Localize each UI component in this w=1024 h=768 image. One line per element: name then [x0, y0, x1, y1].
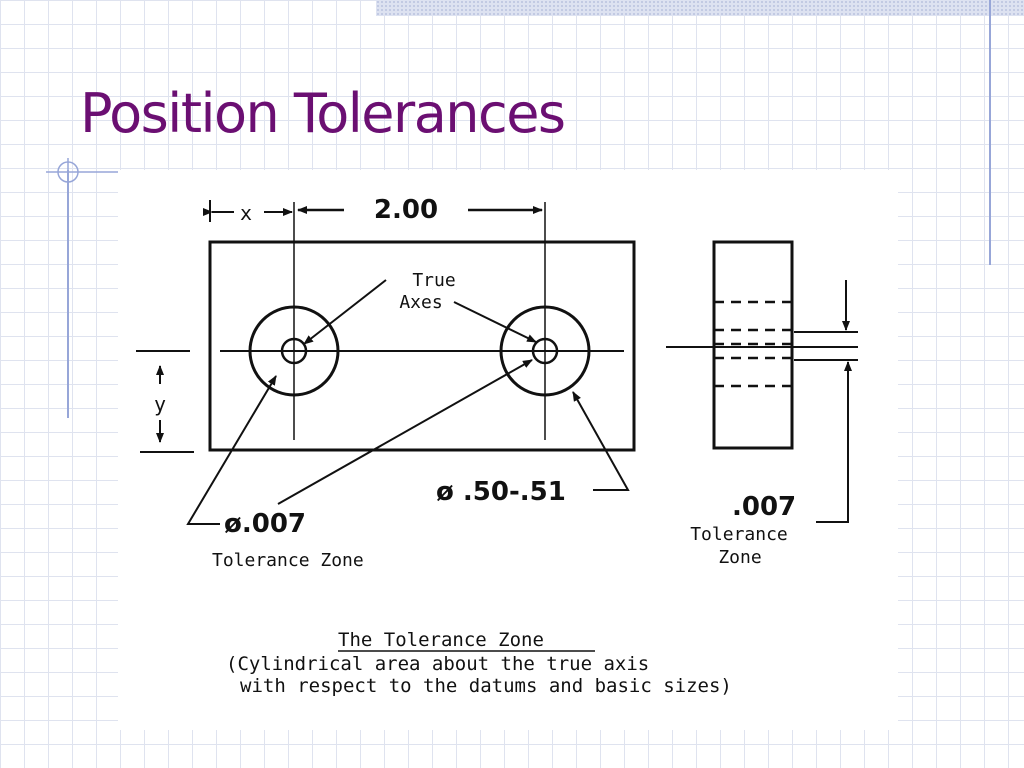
drawing-svg: x 2.00 y True Axes ø .50-.51 ø.007 Toler…: [136, 195, 858, 697]
zone-diameter-label: ø.007: [224, 509, 306, 539]
plate-outline: [208, 240, 636, 452]
side-zone-value: .007: [732, 492, 796, 522]
hole-right: [499, 305, 591, 397]
decorative-top-band: [376, 0, 1024, 16]
tolerance-drawing: x 2.00 y True Axes ø .50-.51 ø.007 Toler…: [118, 170, 898, 730]
slide-title: Position Tolerances: [80, 82, 566, 145]
dim-y-label: y: [154, 392, 166, 416]
true-axes-line1: True: [412, 270, 455, 291]
zone-circle-left: [280, 337, 308, 365]
true-axes-line2: Axes: [399, 292, 442, 313]
side-zone-line2: Zone: [718, 547, 761, 568]
zone-label: Tolerance Zone: [212, 550, 364, 571]
zone-circle-right: [531, 337, 559, 365]
caption-title: The Tolerance Zone: [338, 629, 544, 651]
decorative-left-rule: [67, 170, 69, 418]
zone-leader-right: [277, 359, 533, 505]
dim-spacing-label: 2.00: [374, 195, 438, 225]
true-axes-leader-left: [303, 279, 387, 345]
dim-x-label: x: [240, 201, 252, 225]
hole-left: [248, 305, 340, 397]
hole-diameter-label: ø .50-.51: [436, 477, 566, 507]
caption-line1: (Cylindrical area about the true axis: [226, 653, 649, 675]
hole-diameter-leader: [572, 391, 630, 491]
zone-leader-left: [186, 375, 277, 525]
decorative-right-rule: [989, 0, 991, 265]
side-zone-line1: Tolerance: [690, 524, 788, 545]
true-axes-leader-right: [453, 301, 537, 343]
caption-line2: with respect to the datums and basic siz…: [240, 675, 732, 697]
side-zone-arrow-up: [816, 361, 852, 523]
